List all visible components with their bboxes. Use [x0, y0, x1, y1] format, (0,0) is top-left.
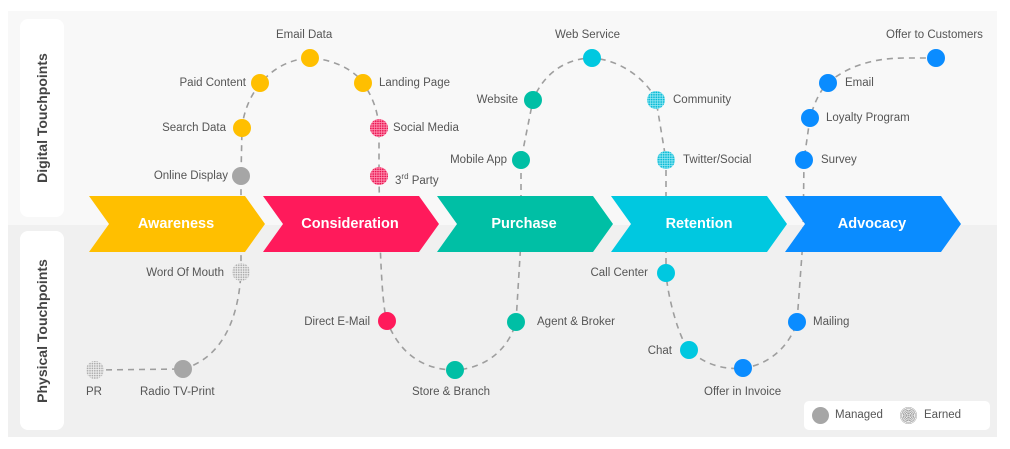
- stage-consideration-label: Consideration: [301, 216, 399, 232]
- stage-retention-label: Retention: [665, 216, 733, 232]
- touchpoint-survey-dot: [795, 151, 813, 169]
- touchpoint-offer-in-invoice-label: Offer in Invoice: [704, 386, 782, 398]
- touchpoint-community-dot: [647, 91, 665, 109]
- touchpoint-chat-dot: [680, 341, 698, 359]
- touchpoint-search-data-dot: [233, 119, 251, 137]
- journey-path: [94, 57, 936, 371]
- touchpoint-offer-to-customers-dot: [927, 49, 945, 67]
- third-party-text: Party: [411, 174, 439, 187]
- touchpoint-third-party-label: 3rd Party: [395, 170, 439, 188]
- stage-awareness-label: Awareness: [137, 216, 215, 232]
- touchpoint-email-data-label: Email Data: [276, 29, 333, 41]
- third-party-prefix: 3: [395, 174, 402, 187]
- legend-managed-label: Managed: [835, 409, 883, 421]
- touchpoint-chat-label: Chat: [647, 345, 672, 357]
- touchpoint-word-of-mouth-label: Word Of Mouth: [146, 267, 224, 279]
- touchpoint-web-service-dot: [583, 49, 601, 67]
- touchpoint-mailing-label: Mailing: [813, 316, 850, 328]
- third-party-superscript: rd: [401, 172, 409, 181]
- legend-managed-swatch: [812, 407, 829, 424]
- legend-earned-swatch: [900, 407, 917, 424]
- stage-purchase-label: Purchase: [491, 216, 557, 232]
- touchpoint-mobile-app-dot: [512, 151, 530, 169]
- touchpoint-twitter-social-dot: [657, 151, 675, 169]
- touchpoint-landing-page-label: Landing Page: [379, 77, 450, 89]
- touchpoint-loyalty-program-dot: [801, 109, 819, 127]
- touchpoint-store-branch-label: Store & Branch: [412, 386, 490, 398]
- touchpoint-loyalty-program-label: Loyalty Program: [826, 112, 910, 124]
- legend: Managed Earned: [804, 401, 990, 430]
- digital-zone-background: [8, 11, 997, 225]
- touchpoint-website-label: Website: [476, 94, 518, 106]
- touchpoint-website-dot: [524, 91, 542, 109]
- touchpoint-twitter-social-label: Twitter/Social: [683, 154, 752, 166]
- legend-earned-label: Earned: [924, 409, 962, 421]
- touchpoint-social-media-dot: [370, 119, 388, 137]
- touchpoint-agent-broker-dot: [507, 313, 525, 331]
- stage-purchase-chevron: [437, 196, 613, 252]
- touchpoint-radio-tv-print-dot: [174, 360, 192, 378]
- touchpoint-radio-tv-print-label: Radio TV-Print: [140, 386, 215, 398]
- touchpoint-web-service-label: Web Service: [555, 29, 620, 41]
- stage-advocacy-chevron: [785, 196, 961, 252]
- touchpoint-social-media-label: Social Media: [393, 122, 459, 134]
- touchpoint-search-data-label: Search Data: [162, 122, 226, 134]
- physical-touchpoints-panel: Physical Touchpoints: [20, 231, 64, 430]
- touchpoint-agent-broker-label: Agent & Broker: [537, 316, 615, 328]
- touchpoint-email-dot: [819, 74, 837, 92]
- touchpoint-email-label: Email: [845, 77, 874, 89]
- touchpoint-third-party-dot: [370, 167, 388, 185]
- stage-consideration-chevron: [263, 196, 439, 252]
- touchpoint-offer-to-customers-label: Offer to Customers: [886, 29, 983, 41]
- touchpoint-mobile-app-label: Mobile App: [450, 154, 507, 166]
- stage-retention-chevron: [611, 196, 787, 252]
- touchpoint-paid-content-label: Paid Content: [179, 77, 247, 89]
- touchpoint-paid-content-dot: [251, 74, 269, 92]
- touchpoint-mailing-dot: [788, 313, 806, 331]
- digital-touchpoints-panel: Digital Touchpoints: [20, 19, 64, 217]
- touchpoint-landing-page-dot: [354, 74, 372, 92]
- touchpoint-pr-label: PR: [86, 386, 102, 398]
- touchpoint-pr-dot: [86, 361, 104, 379]
- touchpoint-call-center-dot: [657, 264, 675, 282]
- stage-awareness-chevron: [89, 196, 265, 252]
- touchpoint-online-display-label: Online Display: [153, 170, 228, 182]
- touchpoint-call-center-label: Call Center: [590, 267, 648, 279]
- touchpoint-offer-in-invoice-dot: [734, 359, 752, 377]
- touchpoint-online-display-dot: [232, 167, 250, 185]
- touchpoint-direct-email-dot: [378, 312, 396, 330]
- stage-advocacy-label: Advocacy: [837, 216, 907, 232]
- touchpoint-survey-label: Survey: [821, 154, 857, 166]
- touchpoint-community-label: Community: [673, 94, 732, 106]
- touchpoint-direct-email-label: Direct E-Mail: [304, 316, 370, 328]
- touchpoint-email-data-dot: [301, 49, 319, 67]
- touchpoint-word-of-mouth-dot: [232, 263, 250, 281]
- touchpoint-store-branch-dot: [446, 361, 464, 379]
